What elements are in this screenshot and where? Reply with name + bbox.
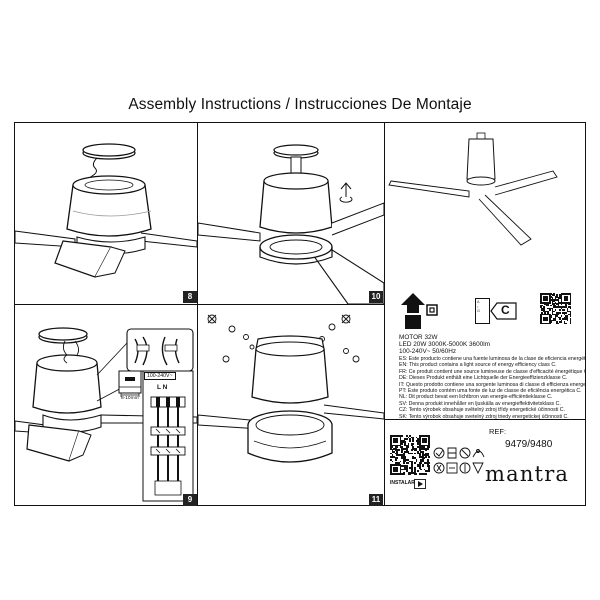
ref-label: REF: [489, 427, 507, 436]
power-spec: 100-240V~ 50/60Hz [399, 348, 457, 355]
install-qr-code[interactable] [390, 435, 431, 476]
install-label: INSTALAR [390, 480, 415, 486]
motor-spec: MOTOR 32W [399, 334, 438, 341]
strip-length-label: 8-10mm [121, 396, 139, 401]
energy-statement: SV: Denna produkt innehåller en ljuskäll… [399, 400, 561, 407]
fan-product-illustration [388, 132, 558, 246]
energy-statement: PT: Este produto contém uma fonte de luz… [399, 388, 582, 395]
step-number: 10 [369, 291, 383, 303]
led-spec: LED 20W 3000K-5000K 3600lm [399, 341, 490, 348]
energy-statements: ES: Este producto contiene una fuente lu… [399, 356, 586, 419]
energy-statement: ES: Este producto contiene una fuente lu… [399, 356, 586, 362]
step-8-panel: 8 [15, 123, 197, 304]
page-title: Assembly Instructions / Instrucciones De… [128, 96, 472, 113]
energy-class: C [501, 303, 510, 317]
step-11-panel: 11 [198, 305, 384, 507]
grid-divider [384, 419, 586, 420]
grid-divider [384, 123, 385, 505]
reference-panel: REF: 9479/9480 INSTALAR mantra [385, 420, 586, 506]
step-9-illustration [15, 327, 197, 502]
energy-statement: IT: Questo prodotto contiene una sorgent… [399, 381, 586, 388]
step-11-illustration [198, 314, 384, 463]
energy-statement: SK: Tento výrobok obsahuje svetelný zdro… [399, 413, 569, 419]
step-10-panel: 10 [198, 123, 384, 304]
grid-divider [15, 304, 385, 305]
energy-statement: CZ: Tento výrobek obsahuje světelný zdro… [399, 407, 565, 414]
certification-icons [433, 447, 485, 459]
safety-icons [433, 462, 484, 475]
step-number: 9 [183, 494, 197, 506]
energy-scale-text: A↕G [477, 300, 480, 313]
instructions-grid: 8 10 [14, 122, 586, 506]
energy-statement: NL: Dit product bevat een lichtbron van … [399, 394, 553, 401]
energy-qr-code [540, 293, 572, 325]
step-number: 8 [183, 291, 197, 303]
ref-code: 9479/9480 [505, 439, 553, 450]
brand-logo: mantra [485, 462, 570, 486]
voltage-label: 100-240V~ [144, 372, 176, 381]
energy-statement: FR: Ce produit contient une source lumin… [399, 368, 586, 375]
step-9-panel: 100-240V~ L N 8-10mm 9 [15, 305, 197, 507]
energy-label-icon [475, 298, 517, 324]
step-10-illustration [198, 144, 384, 304]
product-view-panel [385, 123, 586, 273]
install-video-icon[interactable] [414, 479, 426, 489]
step-8-illustration [15, 143, 197, 278]
energy-statement: DE: Dieses Produkt enthält eine Lichtque… [399, 375, 568, 382]
grid-divider [197, 123, 198, 505]
energy-statement: EN: This product contains a light source… [399, 362, 557, 369]
class-2-insulation-icon [401, 293, 438, 329]
product-info-panel: A↕G C MOTOR 32W LED 20W 3000K-5000K 3600… [385, 273, 586, 419]
terminal-labels: L N [157, 384, 168, 391]
step-number: 11 [369, 494, 383, 506]
